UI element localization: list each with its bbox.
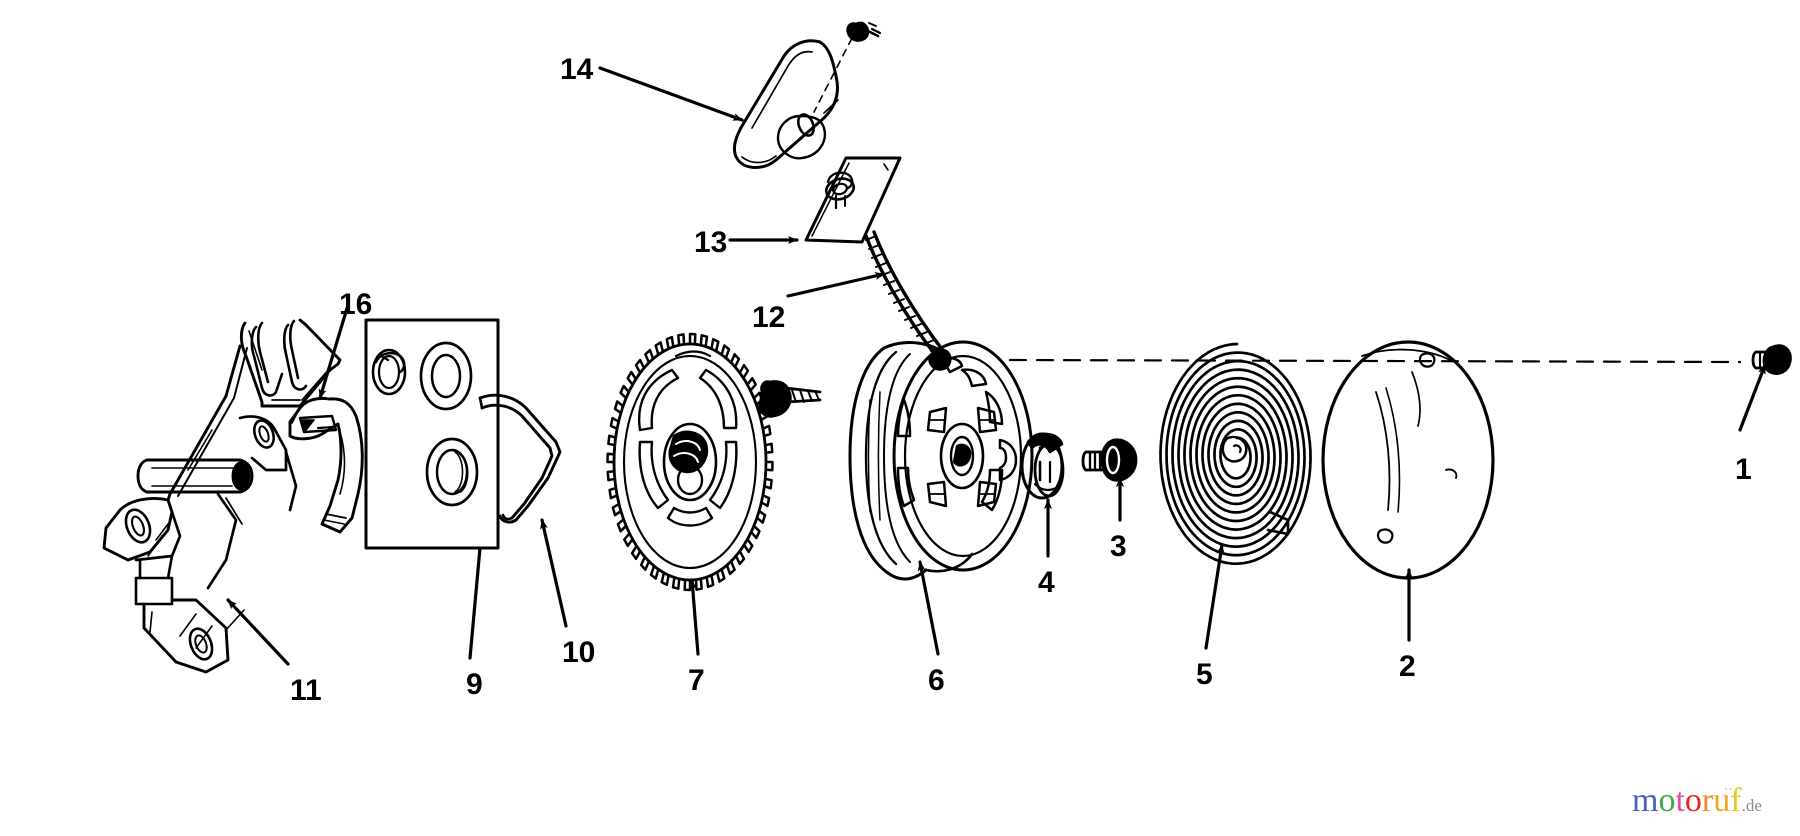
part-2-starter-cover	[1321, 340, 1495, 580]
callout-number-7: 7	[688, 664, 705, 697]
leader-line-14	[598, 66, 744, 122]
callout-number-5: 5	[1196, 658, 1213, 691]
part-4-brake-spring-retainer	[1020, 432, 1065, 500]
part-11-starter-bracket	[102, 318, 342, 674]
leader-line-6	[917, 560, 940, 656]
part-7-starter-gear	[606, 332, 774, 592]
part-10-wire-spring-clip	[478, 393, 562, 524]
pulley-shaft-bolt	[758, 380, 822, 418]
callout-number-11: 11	[290, 674, 322, 707]
watermark-dots: ··	[1724, 781, 1733, 796]
leader-line-9	[468, 546, 482, 660]
handle-insert-pin	[846, 21, 882, 42]
watermark-letter-0: m	[1632, 782, 1659, 819]
watermark-letter-2: t	[1675, 782, 1685, 819]
callout-number-4: 4	[1038, 566, 1055, 599]
watermark-letter-5: u	[1713, 782, 1731, 819]
watermark-suffix: .de	[1741, 796, 1762, 815]
leader-line-16	[318, 303, 350, 400]
callout-number-9: 9	[466, 668, 483, 701]
part-13-rope-guide-bracket	[804, 156, 902, 244]
watermark-letter-1: o	[1658, 782, 1676, 819]
part-1-screw	[1751, 344, 1792, 375]
callout-number-13: 13	[694, 226, 728, 259]
callout-number-16: 16	[339, 288, 373, 321]
leader-line-5	[1204, 543, 1225, 650]
callout-number-1: 1	[1735, 453, 1752, 486]
part-9-mounting-plate	[364, 318, 500, 550]
leader-line-12	[786, 272, 886, 298]
part-6-rope-pulley-drum	[848, 340, 1034, 581]
watermark-letter-3: o	[1684, 782, 1702, 819]
leader-line-10	[540, 518, 568, 628]
part-16-brake-lever	[288, 396, 364, 534]
watermark-letter-4: r	[1701, 782, 1714, 819]
callout-leader-lines	[226, 66, 1767, 666]
leader-line-7	[688, 578, 700, 656]
part-5-recoil-spring	[1159, 342, 1312, 566]
assembly-guide-dash-handle	[813, 37, 853, 113]
leader-line-1	[1738, 363, 1767, 432]
callout-number-3: 3	[1110, 530, 1127, 563]
part-14-starter-handle	[733, 39, 839, 169]
part-3-shoulder-screw	[1081, 438, 1138, 482]
callout-number-2: 2	[1399, 650, 1416, 683]
watermark-letter-6: f	[1730, 782, 1742, 819]
site-watermark: motoruf.de ··	[1632, 781, 1762, 819]
callout-number-6: 6	[928, 664, 945, 697]
assembly-center-dash	[1008, 358, 1742, 364]
callout-number-10: 10	[562, 636, 596, 669]
leader-line-11	[226, 598, 290, 666]
callout-number-12: 12	[752, 301, 786, 334]
callout-number-14: 14	[560, 53, 594, 86]
